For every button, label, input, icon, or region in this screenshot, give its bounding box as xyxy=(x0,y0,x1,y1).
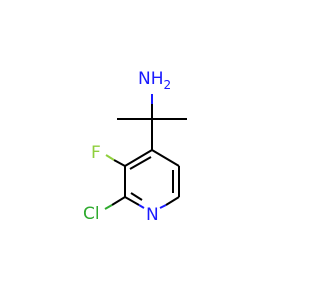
bond-c2-n-inner xyxy=(130,192,143,201)
bond-c2-cl xyxy=(111,196,126,206)
molecule-structure: NH2 F Cl N xyxy=(83,69,187,225)
amine-subscript: 2 xyxy=(164,78,172,92)
bond-c2-n xyxy=(124,196,140,206)
bond-c5-c4 xyxy=(151,149,180,167)
amine-label: NH2 xyxy=(138,69,171,92)
chlorine-label: Cl xyxy=(83,204,100,224)
atom-labels: NH2 F Cl N xyxy=(83,69,171,225)
bond-n-c6-hetero xyxy=(159,204,167,209)
bond-group xyxy=(104,94,187,210)
bond-c3-f-hetero xyxy=(105,154,115,161)
bond-c4-c3-inner xyxy=(129,156,152,170)
bond-c2-cl-hetero xyxy=(104,204,113,210)
bond-c3-f xyxy=(113,159,126,167)
bond-n-c6 xyxy=(165,196,180,206)
bond-c4-c3 xyxy=(124,149,153,167)
ring-nitrogen-label: N xyxy=(146,205,159,225)
fluorine-label: F xyxy=(91,143,101,163)
bond-c2-n-hetero xyxy=(138,204,145,209)
